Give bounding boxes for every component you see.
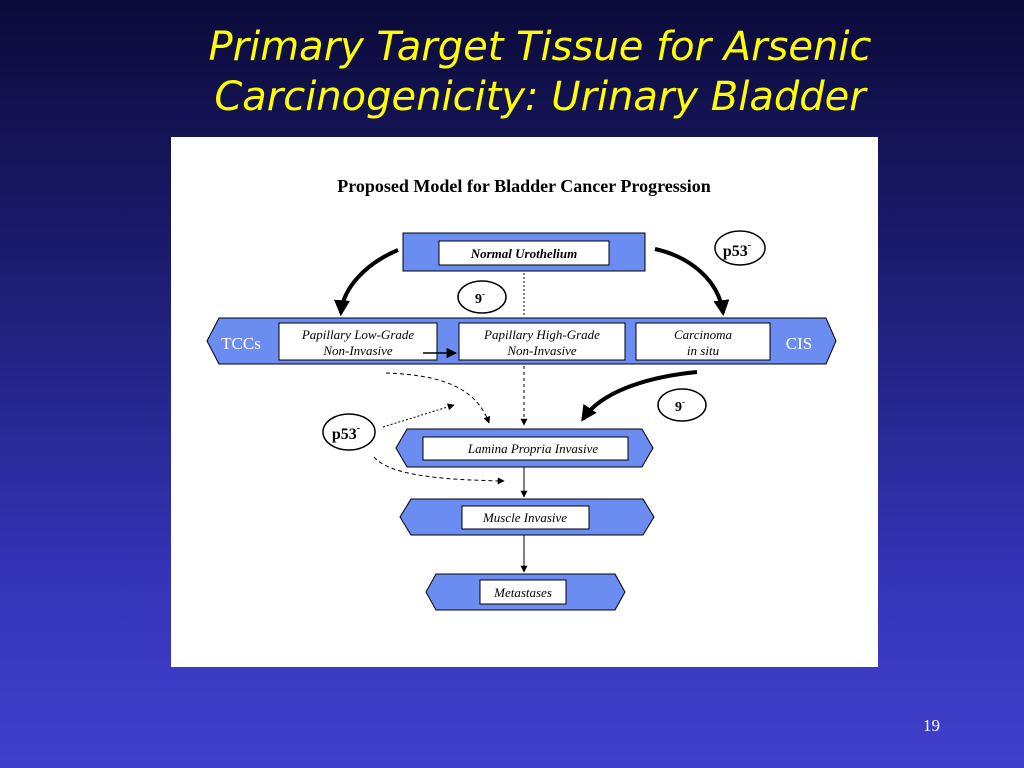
arrow-cis-to-lamina: [581, 370, 698, 422]
node-papillary-high-grade: Papillary High-Grade Non-Invasive: [458, 322, 626, 361]
arrow-normal-to-cis: [654, 247, 730, 317]
marker-9-right: 9-: [657, 388, 707, 422]
marker-p53-top-text: p53-: [723, 240, 751, 260]
marker-p53-left: p53-: [322, 413, 376, 451]
marker-p53-top: p53-: [714, 230, 766, 266]
label-cis: CIS: [786, 334, 812, 353]
diagram-title: Proposed Model for Bladder Cancer Progre…: [337, 176, 711, 196]
marker-p53-left-text: p53-: [332, 423, 360, 443]
dotted-arrow-p53-up: [382, 403, 455, 428]
slide-title-line-2: Carcinogenicity: Urinary Bladder: [214, 74, 866, 120]
label-papillary-low-1: Papillary Low-Grade: [301, 327, 415, 342]
label-papillary-high-1: Papillary High-Grade: [483, 327, 600, 342]
slide-title-line-1: Primary Target Tissue for Arsenic: [208, 24, 872, 70]
node-metastases: Metastases: [425, 573, 626, 611]
dashed-arrow-p53-down: [373, 456, 505, 485]
diagram-panel: Proposed Model for Bladder Cancer Progre…: [171, 137, 878, 667]
node-lamina-propria-invasive: Lamina Propria Invasive: [395, 428, 654, 468]
marker-9-top-text: 9-: [475, 289, 485, 307]
label-papillary-low-2: Non-Invasive: [322, 343, 393, 358]
node-muscle-invasive: Muscle Invasive: [399, 498, 655, 536]
marker-9-top: 9-: [457, 280, 507, 314]
label-normal-urothelium: Normal Urothelium: [470, 246, 578, 261]
node-carcinoma-in-situ: Carcinoma in situ: [635, 322, 771, 361]
node-papillary-low-grade: Papillary Low-Grade Non-Invasive: [278, 322, 438, 361]
label-muscle-invasive: Muscle Invasive: [482, 510, 567, 525]
node-normal-urothelium: Normal Urothelium: [402, 232, 646, 272]
label-tccs: TCCs: [221, 334, 261, 353]
band-tccs-cis: TCCs CIS Papillary Low-Grade Non-Invasiv…: [206, 317, 837, 365]
slide-title: Primary Target Tissue for Arsenic Carcin…: [60, 22, 1020, 122]
progression-diagram: Proposed Model for Bladder Cancer Progre…: [206, 176, 837, 611]
label-papillary-high-2: Non-Invasive: [506, 343, 577, 358]
label-lamina-propria: Lamina Propria Invasive: [467, 441, 598, 456]
label-metastases: Metastases: [493, 585, 552, 600]
marker-9-right-text: 9-: [675, 397, 685, 415]
label-carcinoma-1: Carcinoma: [674, 327, 733, 342]
arrow-normal-to-low-grade: [334, 248, 399, 317]
label-carcinoma-2: in situ: [687, 343, 720, 358]
dashed-arrow-low-to-lamina: [385, 372, 491, 424]
page-number: 19: [923, 716, 940, 735]
